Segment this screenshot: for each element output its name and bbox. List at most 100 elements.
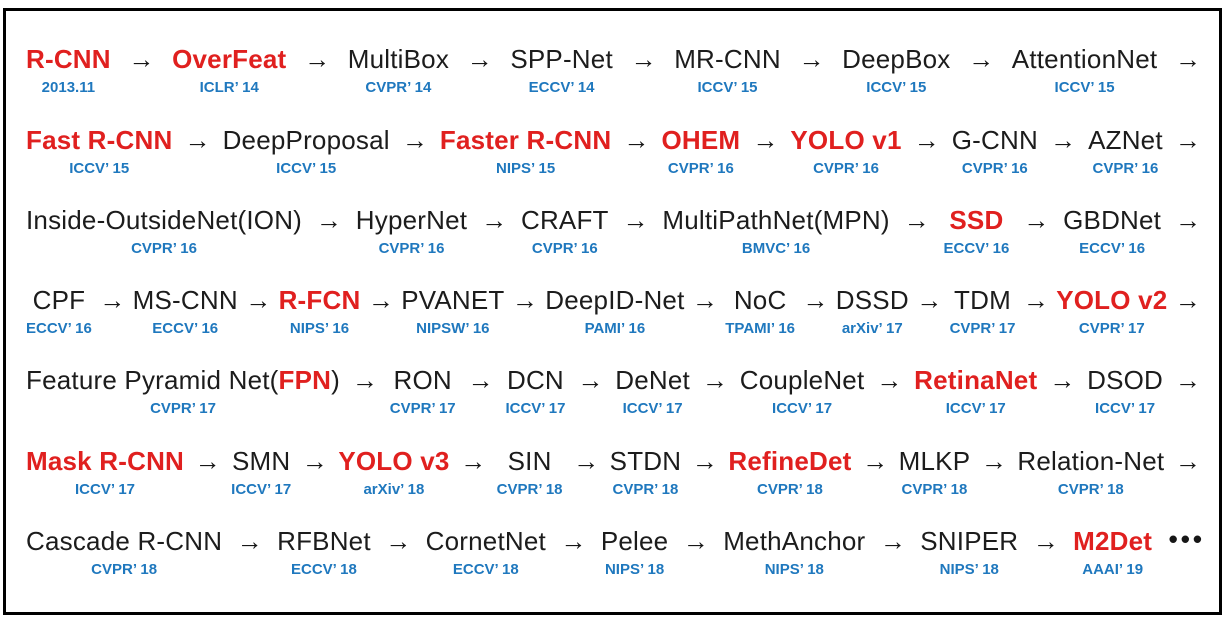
venue-label: ICCV’ 17 [772, 400, 833, 418]
venue-label: ICCV’ 17 [231, 480, 292, 498]
model-name: MultiBox [347, 44, 450, 75]
model-name: MethAnchor [723, 525, 866, 556]
model-node: MultiPathNet(MPN)BMVC’ 16 [662, 203, 889, 258]
model-name: STDN [609, 445, 682, 476]
arrow-icon: → [467, 365, 494, 396]
arrow-icon: → [682, 525, 709, 556]
venue-label: CVPR’ 18 [612, 480, 679, 498]
venue-label: TPAMI’ 16 [725, 320, 796, 337]
model-name: YOLO v2 [1056, 285, 1168, 315]
model-name: AZNet [1088, 124, 1163, 155]
model-name-part: FPN [278, 365, 332, 396]
arrow-icon: → [968, 44, 995, 75]
model-name: DSSD [835, 285, 909, 315]
venue-label: ECCV’ 16 [943, 239, 1010, 257]
venue-label: CVPR’ 17 [1078, 320, 1145, 337]
model-name: DCN [506, 365, 564, 396]
venue-label: ECCV’ 16 [1079, 239, 1146, 257]
model-name: SSD [949, 204, 1004, 235]
arrow-icon: → [577, 365, 604, 396]
model-name: Cascade R-CNN [26, 525, 223, 556]
arrow-icon: → [879, 525, 906, 556]
arrow-icon: → [691, 445, 718, 476]
venue-label: ECCV’ 18 [290, 560, 357, 578]
model-name: DeepBox [842, 44, 951, 75]
ellipsis-icon: ••• [1168, 523, 1205, 554]
venue-label: ICCV’ 17 [622, 400, 683, 418]
venue-label: CVPR’ 18 [901, 480, 968, 498]
model-node: MLKP CVPR’ 18 [899, 444, 971, 499]
model-name: CoupleNet [739, 365, 865, 396]
model-node: Inside-OutsideNet(ION)CVPR’ 16 [26, 203, 302, 258]
arrow-icon: → [1049, 365, 1076, 396]
arrow-icon: → [367, 285, 394, 315]
arrow-icon: → [1174, 44, 1201, 75]
model-name: Mask R-CNN [26, 445, 185, 476]
model-name: OverFeat [172, 44, 287, 75]
venue-label: CVPR’ 16 [1092, 159, 1159, 177]
arrow-icon: → [511, 285, 538, 315]
arrow-icon: → [245, 285, 272, 315]
venue-label: ECCV’ 14 [528, 79, 595, 97]
model-name: DeNet [615, 365, 690, 396]
model-node: SSD ECCV’ 16 [943, 203, 1009, 258]
venue-label: NIPS’ 15 [496, 159, 556, 177]
arrow-icon: → [236, 525, 263, 556]
arrow-icon: → [1023, 204, 1050, 235]
model-name: G-CNN [951, 124, 1038, 155]
model-name: AttentionNet [1011, 44, 1158, 75]
model-name: RFBNet [277, 525, 371, 556]
model-node: Feature Pyramid Net(FPN)CVPR’ 17 [26, 363, 340, 418]
model-name: SNIPER [920, 525, 1019, 556]
venue-label: 2013.11 [41, 79, 96, 97]
arrow-icon: → [385, 525, 412, 556]
arrow-icon: → [194, 445, 221, 476]
model-name: Pelee [600, 525, 669, 556]
model-name: Faster R-CNN [439, 124, 612, 155]
model-name: M2Det [1073, 525, 1153, 556]
model-name: DSOD [1087, 365, 1164, 396]
arrow-icon: → [460, 445, 487, 476]
arrow-icon: → [481, 204, 508, 235]
venue-label: NIPS’ 18 [604, 560, 665, 578]
arrow-icon: → [1022, 285, 1049, 315]
venue-label: ICCV’ 15 [276, 159, 337, 177]
venue-label: arXiv’ 17 [841, 320, 903, 337]
model-name: R-FCN [278, 285, 361, 315]
venue-label: ICCV’ 17 [505, 400, 566, 418]
venue-label: PAMI’ 16 [584, 320, 646, 337]
venue-label: NIPS’ 18 [764, 560, 824, 578]
venue-label: ECCV’ 18 [452, 560, 519, 578]
model-name: GBDNet [1063, 204, 1162, 235]
arrow-icon: → [1032, 525, 1059, 556]
venue-label: CVPR’ 16 [531, 239, 598, 257]
model-name: MLKP [898, 445, 971, 476]
venue-label: ICCV’ 15 [697, 79, 758, 97]
venue-label: CVPR’ 18 [91, 560, 158, 578]
model-name: YOLO v1 [790, 124, 902, 155]
model-node: STDN CVPR’ 18 [610, 444, 682, 499]
